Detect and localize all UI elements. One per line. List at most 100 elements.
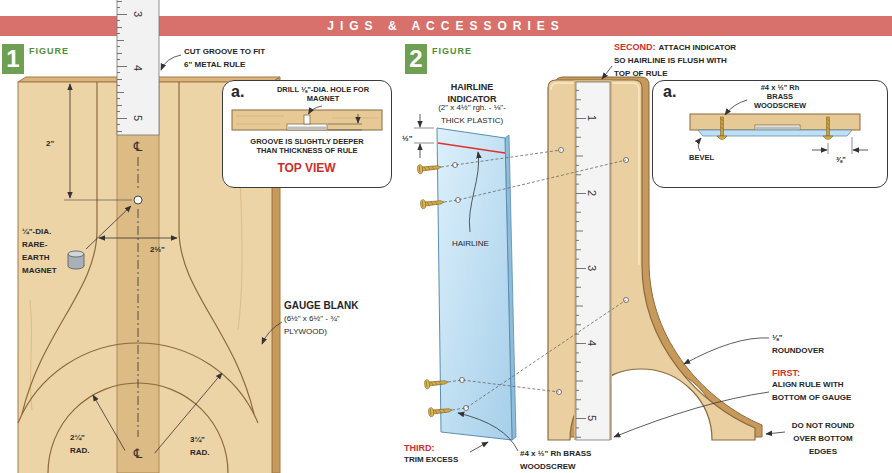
label-box: 3¼" RAD. <box>190 432 222 458</box>
callout-note: #4 x ½" Rh BRASS WOODSCREW <box>520 449 591 471</box>
magnet-top <box>68 251 84 257</box>
rule-ticks <box>576 82 610 440</box>
label-box: ℄ <box>130 446 146 461</box>
radius-arrow <box>93 395 125 451</box>
brass-screw <box>420 198 444 209</box>
detail-inset: a. #4 x ½" Rh BRASS WOODSCREW BEVEL ⅜" <box>652 80 888 188</box>
figure-badge: 1FIGURE <box>2 44 24 74</box>
callout-note: BEVEL <box>689 153 714 162</box>
callout-note: #4 x ½" Rh BRASS WOODSCREW <box>749 83 811 110</box>
dimension: 2¼" RAD. <box>70 433 90 455</box>
gauge-section <box>690 114 860 130</box>
part-spec: (2" x 4½" rgh. - ⅛"-THICK PLASTIC) <box>438 103 506 125</box>
magnet-hole-section <box>304 115 310 124</box>
label-box: CUT GROOVE TO FIT 6" METAL RULE <box>184 44 272 70</box>
callout-note: DRILL ⅛"-DIA. HOLE FOR MAGNET <box>273 85 373 103</box>
dimension-arrow <box>812 150 827 151</box>
screw-thread <box>721 119 724 129</box>
leader-arrow <box>470 442 488 452</box>
figure-number: 1 <box>2 44 24 74</box>
extension-line <box>414 128 434 143</box>
detail-ground <box>652 80 888 188</box>
label-box: HAIRLINE INDICATOR <box>436 80 508 104</box>
figure-heading: FIGURE <box>29 46 69 56</box>
label-box: HAIRLINE <box>452 236 489 249</box>
detail-letter: a. <box>663 83 676 101</box>
radius-arrow <box>155 373 222 453</box>
brass-screw <box>428 406 452 417</box>
figure-heading: FIGURE <box>432 46 472 56</box>
leader-arrow <box>766 432 785 434</box>
step-label: THIRD: <box>404 443 435 453</box>
label-box: 5 <box>586 403 600 433</box>
brass-screw <box>717 117 727 140</box>
rule-number: 1 <box>586 115 598 121</box>
figure-number: 2 <box>405 44 427 74</box>
brass-screw <box>823 117 833 140</box>
metal-rule <box>117 0 159 135</box>
label-box: 5 <box>132 103 146 133</box>
leader-arrow <box>684 338 769 364</box>
rule-number: 4 <box>132 65 144 71</box>
leader-arrow <box>469 152 478 232</box>
leader-arrow <box>309 106 323 114</box>
label-box: 2½" <box>150 242 165 255</box>
dimension-arrow <box>420 144 421 158</box>
callout-note: ⅛" ROUNDOVER <box>772 333 824 355</box>
step-note: TRIM EXCESS <box>404 455 458 464</box>
part-title: HAIRLINE INDICATOR <box>447 82 496 104</box>
dimension: 2½" <box>150 245 165 254</box>
dimension: ½" <box>402 134 412 143</box>
view-title: TOP VIEW <box>223 161 390 175</box>
detail-ground <box>222 80 392 188</box>
rule-number: 3 <box>586 265 598 271</box>
screw-head <box>717 136 727 140</box>
screw-thread <box>827 119 830 129</box>
label-box: 3 <box>132 0 146 29</box>
dimension-line <box>70 84 71 198</box>
callout-note: DO NOT ROUND OVER BOTTOM EDGES <box>792 421 855 456</box>
hairline-indicator <box>437 128 512 440</box>
rule-section <box>756 127 799 130</box>
label-box: 2 <box>586 178 600 208</box>
figure-badge: 2FIGURE <box>405 44 427 74</box>
leader-arrow <box>725 100 747 115</box>
dimension: 2" <box>46 139 54 148</box>
hairline <box>438 143 505 153</box>
dimension-arrow <box>853 150 868 151</box>
label-box: 2" <box>46 136 54 149</box>
dimension: 3¼" RAD. <box>190 435 210 457</box>
rule-groove <box>117 80 159 473</box>
rule-number: 2 <box>586 190 598 196</box>
label-box: #4 x ½" Rh BRASS WOODSCREW <box>520 446 612 472</box>
screw-shank <box>827 117 830 136</box>
leader-arrow <box>458 413 518 451</box>
gauge-section <box>232 110 382 130</box>
label-box: 4 <box>132 53 146 83</box>
label-box: ½" <box>402 131 412 144</box>
screw-head <box>823 136 833 140</box>
rule-number: 4 <box>586 340 598 346</box>
callout-note: HAIRLINE <box>452 239 489 248</box>
label-box: 2¼" RAD. <box>70 430 98 456</box>
label-box: ℄ <box>130 139 146 154</box>
rule-number: 5 <box>132 115 144 121</box>
dimension: ⅜" <box>829 155 853 164</box>
groove-section <box>287 124 327 130</box>
leader-arrow <box>614 392 769 437</box>
step-label: SECOND: <box>614 42 656 52</box>
leader-arrow <box>262 322 282 344</box>
detail-letter: a. <box>231 83 244 101</box>
label-box: 4 <box>586 328 600 358</box>
centerline-mark: ℄ <box>134 446 142 461</box>
extension-line <box>64 200 132 201</box>
label-box: DO NOT ROUND OVER BOTTOM EDGES <box>788 418 858 457</box>
label-box: TRIM EXCESS <box>404 452 458 465</box>
label-box: ⅛" ROUNDOVER <box>772 330 832 356</box>
label-box: GAUGE BLANK <box>284 298 358 312</box>
rule-ticks <box>117 0 159 135</box>
groove-section <box>755 125 800 130</box>
part-title: GAUGE BLANK <box>284 300 358 311</box>
label-box: 3 <box>586 253 600 283</box>
step-note: ALIGN RULE WITH BOTTOM OF GAUGE <box>772 380 851 402</box>
